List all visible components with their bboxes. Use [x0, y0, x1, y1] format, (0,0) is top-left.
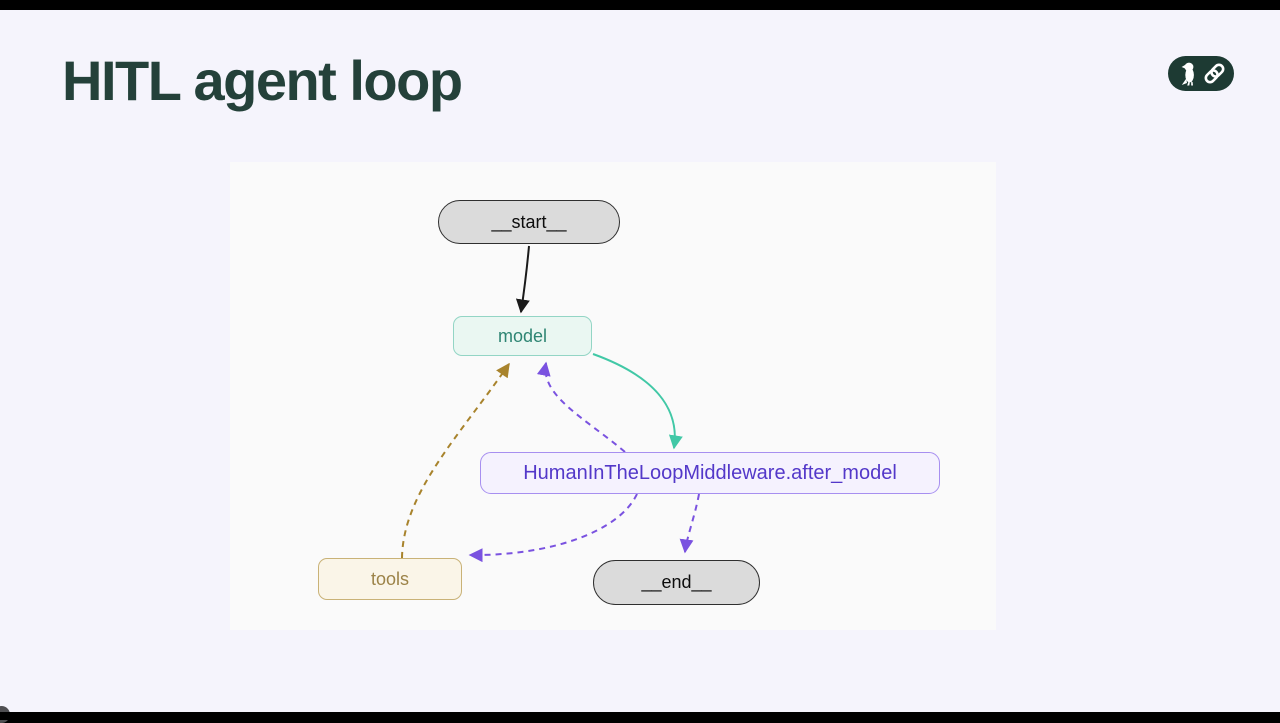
- node-tools-label: tools: [370, 568, 410, 589]
- edge-middleware-to-model: [536, 361, 626, 453]
- parrot-icon: [1181, 62, 1194, 86]
- node-end: __end__: [593, 560, 760, 605]
- langchain-logo-badge: [1168, 56, 1234, 91]
- node-tools: tools: [318, 558, 462, 600]
- node-end-label: __end__: [641, 572, 712, 592]
- node-middleware-label: HumanInTheLoopMiddleware.after_model: [523, 461, 897, 484]
- node-start-label: __start__: [491, 211, 567, 232]
- langchain-logo: [1168, 56, 1234, 91]
- page-title: HITL agent loop: [62, 49, 463, 112]
- slide: HITL agent loop: [0, 10, 1280, 723]
- edge-middleware-to-end: [679, 493, 700, 554]
- edge-start-to-model: [515, 245, 530, 314]
- node-middleware: HumanInTheLoopMiddleware.after_model: [480, 452, 940, 494]
- letterbox-bottom: [0, 712, 1280, 720]
- node-model: model: [453, 316, 592, 356]
- chain-link-icon: [1204, 63, 1225, 84]
- letterbox-top: [0, 0, 1280, 10]
- node-model-label: model: [497, 325, 548, 346]
- edge-model-to-middleware: [592, 353, 683, 450]
- diagram-edges: [401, 245, 700, 563]
- badge-pill: [1168, 56, 1234, 91]
- node-start: __start__: [438, 200, 620, 244]
- diagram-panel: __start__ model HumanInTheLoopMiddleware…: [230, 162, 996, 630]
- edge-middleware-to-tools: [468, 493, 638, 563]
- edge-tools-to-model: [401, 362, 510, 559]
